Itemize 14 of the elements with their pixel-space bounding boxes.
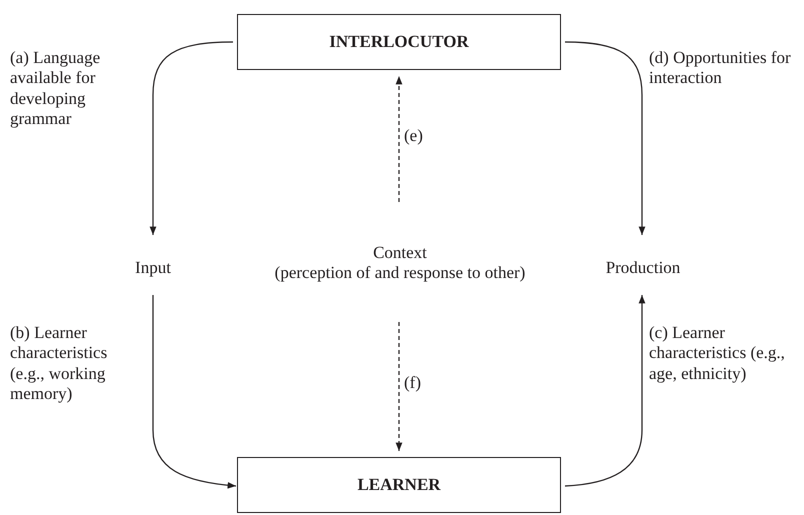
dashed-arrow — [396, 76, 402, 202]
arrow — [564, 41, 646, 235]
node-text: (perception of and response to other) — [274, 263, 526, 283]
entity-box — [237, 457, 561, 513]
box-title: LEARNER — [357, 475, 441, 495]
entity-box — [237, 14, 561, 70]
arrow — [152, 295, 236, 489]
node-text: Production — [606, 258, 680, 278]
arrow — [564, 295, 646, 487]
node-text: Context — [373, 243, 427, 263]
node-text: Input — [135, 258, 171, 278]
dashed-arrow — [396, 322, 402, 451]
box-title: INTERLOCUTOR — [329, 32, 469, 52]
arrow — [150, 41, 234, 235]
